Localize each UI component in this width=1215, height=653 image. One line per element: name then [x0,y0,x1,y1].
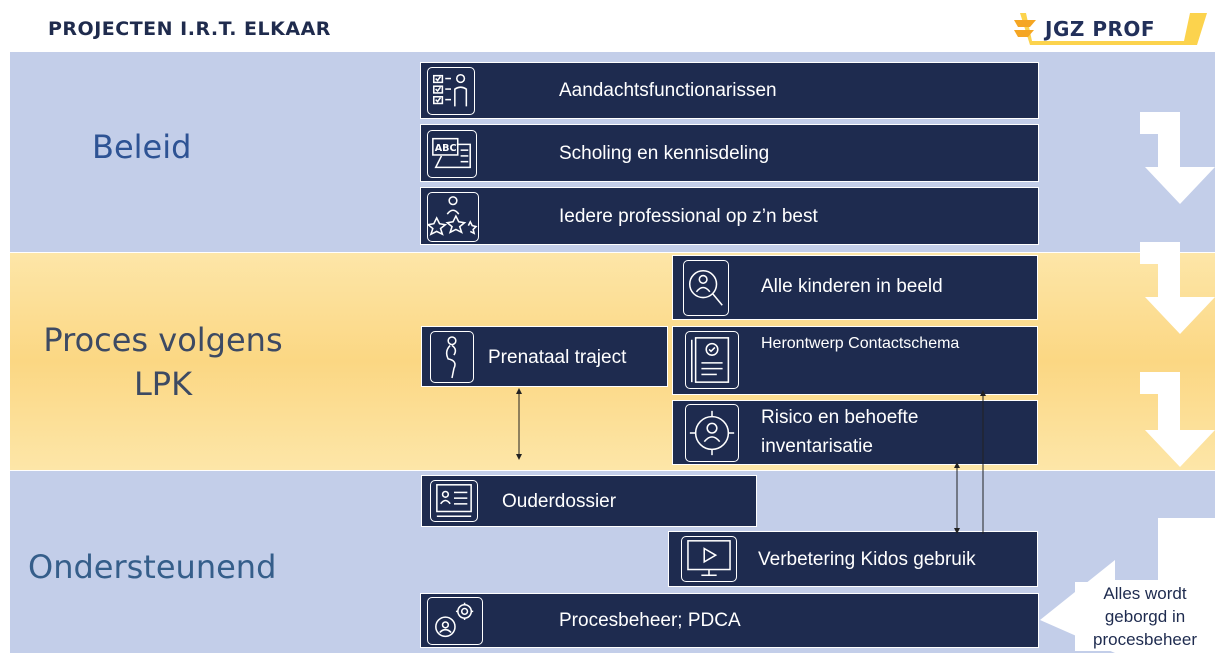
abc-board-icon: ABC [427,130,477,178]
box-label: Alle kinderen in beeld [761,276,943,297]
pregnant-person-icon [430,331,474,383]
box-risico[interactable]: Risico en behoefte inventarisatie [672,400,1038,465]
box-label: Prenataal traject [488,347,627,368]
svg-text:ABC: ABC [435,143,457,154]
box-alle-kinderen[interactable]: Alle kinderen in beeld [672,255,1038,320]
band-label-proces: Proces volgens LPK [43,321,283,403]
note-procesbeheer: Alles wordt geborgd in procesbeheer [1075,582,1215,651]
person-stars-icon [427,192,479,242]
jgz-prof-logo: JGZ PROF [1012,11,1212,47]
logo-text: JGZ PROF [1045,17,1156,41]
box-kidos[interactable]: Verbetering Kidos gebruik [668,531,1038,587]
box-label: Aandachtsfunctionarissen [559,80,777,101]
id-card-icon [430,480,478,522]
document-check-icon [685,331,739,389]
box-ouderdossier[interactable]: Ouderdossier [421,475,757,527]
box-label: Herontwerp Contactschema [761,335,960,352]
box-iedere-professional[interactable]: Iedere professional op z’n best [420,187,1039,245]
magnifier-person-icon [683,260,729,316]
box-prenataal[interactable]: Prenataal traject [421,326,668,387]
box-herontwerp[interactable]: Herontwerp Contactschema [672,326,1038,395]
video-screen-icon [681,536,737,582]
target-person-icon [685,404,739,462]
box-label: Ouderdossier [502,491,617,512]
logo-shape [1014,13,1207,45]
band-label-ondersteunend: Ondersteunend [28,548,277,586]
arrow-down-icon [1140,242,1215,334]
box-label: Iedere professional op z’n best [559,206,818,227]
connector-prenataal-arrow [516,388,522,460]
box-scholing[interactable]: ABC Scholing en kennisdeling [420,124,1039,182]
box-label: Scholing en kennisdeling [559,143,770,164]
arrow-down-icon [1140,372,1215,467]
box-aandachtsfunctionarissen[interactable]: Aandachtsfunctionarissen [420,62,1039,119]
box-procesbeheer[interactable]: Procesbeheer; PDCA [420,593,1039,648]
connector-herontwerp-kidos-arrow [980,390,986,534]
band-label-beleid: Beleid [92,128,192,166]
gears-person-icon [427,597,483,645]
box-label: Procesbeheer; PDCA [559,610,741,631]
arrow-down-icon [1140,112,1215,204]
box-label: Risico en behoefte inventarisatie [761,407,919,457]
box-label: Verbetering Kidos gebruik [758,549,976,570]
page-title: PROJECTEN I.R.T. ELKAAR [48,18,331,40]
checklist-person-icon [427,67,475,115]
connector-risico-kidos-arrow [954,462,960,534]
